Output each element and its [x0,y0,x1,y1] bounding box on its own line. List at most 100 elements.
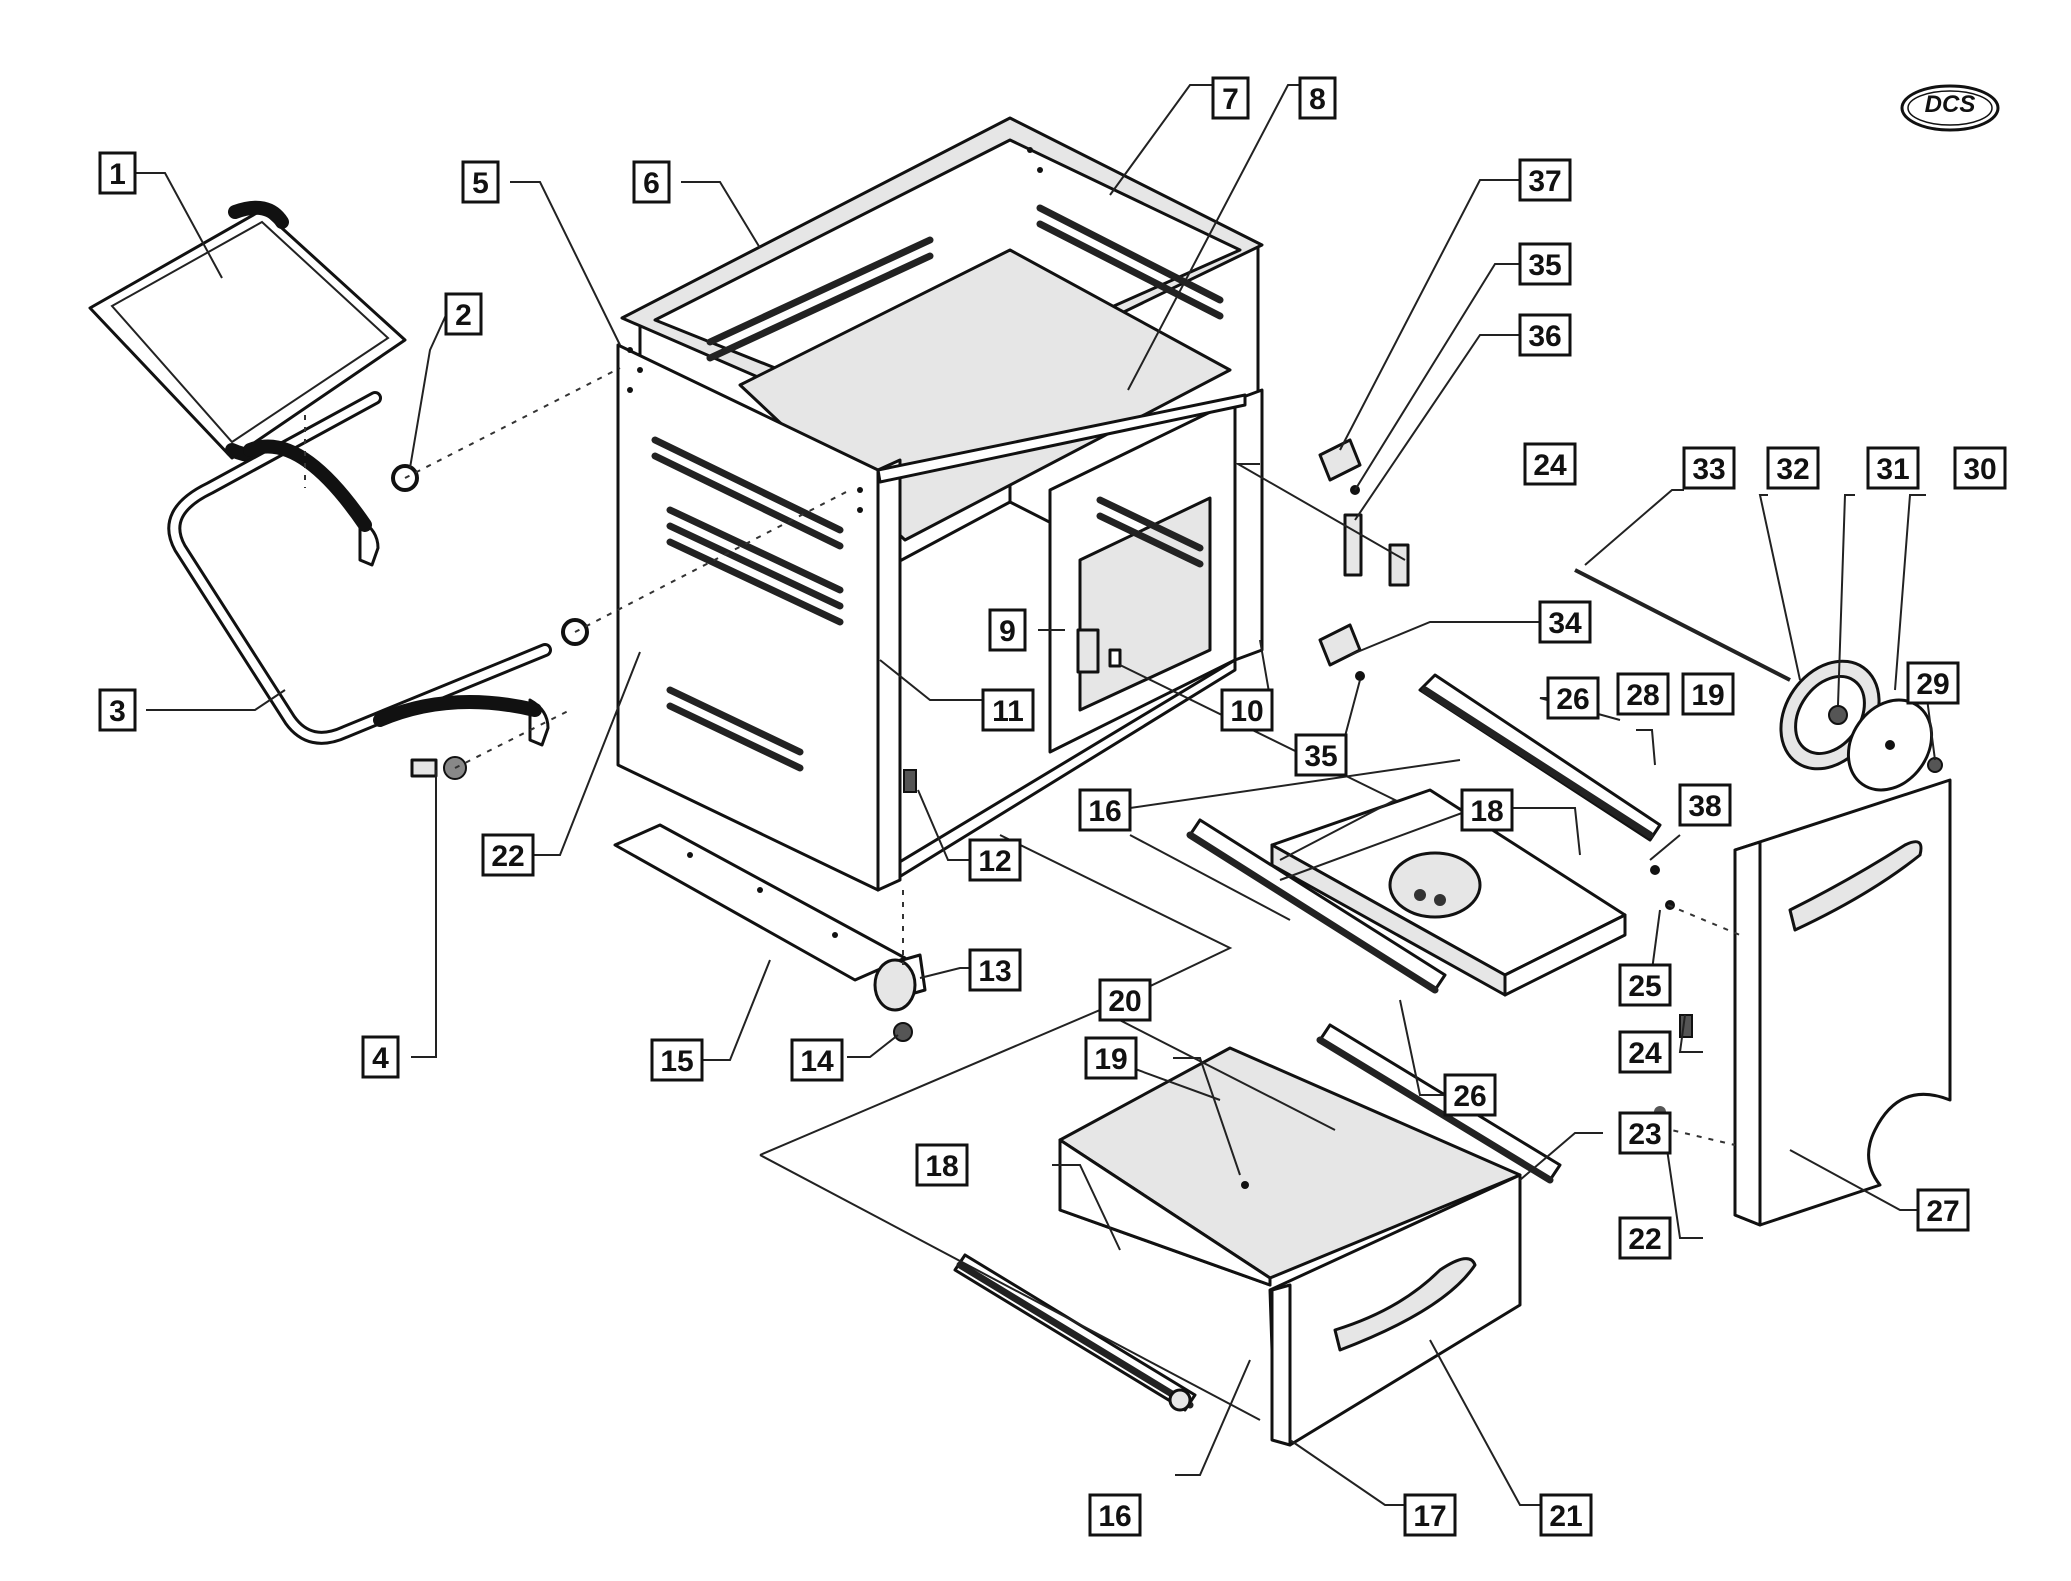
label-29: 29 [1906,661,1960,705]
svg-text:26: 26 [1556,683,1589,716]
label-27: 27 [1916,1188,1970,1232]
svg-text:17: 17 [1413,1500,1446,1533]
label-20: 20 [1098,978,1152,1022]
label-3: 3 [98,688,137,732]
svg-text:6: 6 [643,167,660,200]
svg-text:33: 33 [1692,453,1725,486]
label-19-a: 19 [1681,672,1735,716]
part-shelf-frame [167,391,552,747]
svg-text:24: 24 [1628,1037,1662,1070]
svg-text:30: 30 [1963,453,1996,486]
logo-text: DCS [1925,91,1976,118]
svg-text:19: 19 [1691,679,1724,712]
svg-text:38: 38 [1688,790,1721,823]
label-34: 34 [1538,600,1592,644]
label-17: 17 [1403,1493,1457,1537]
hardware-small [391,464,817,780]
label-33: 33 [1682,446,1736,490]
svg-text:23: 23 [1628,1118,1661,1151]
alignment-lines [304,367,1741,1146]
part-hinge-brackets [1318,438,1693,1118]
svg-text:18: 18 [1470,795,1503,828]
label-2: 2 [444,292,483,336]
label-7: 7 [1211,76,1250,120]
label-37: 37 [1518,158,1572,202]
part-drawer [1058,1046,1522,1447]
callout-labels: 1 2 3 4 5 6 7 8 9 10 11 12 13 14 15 16 1… [98,76,2007,1537]
svg-text:32: 32 [1776,453,1809,486]
svg-text:29: 29 [1916,668,1949,701]
part-side-shelf [88,200,407,463]
svg-text:36: 36 [1528,320,1561,353]
label-13: 13 [968,948,1022,992]
label-9: 9 [988,608,1027,652]
part-cabinet [616,116,1264,892]
label-23: 23 [1618,1111,1672,1155]
svg-text:28: 28 [1626,679,1659,712]
svg-text:11: 11 [992,695,1024,728]
label-36: 36 [1518,313,1572,357]
svg-text:1: 1 [109,158,126,191]
label-12: 12 [968,838,1022,882]
svg-text:26: 26 [1453,1080,1486,1113]
svg-text:19: 19 [1094,1043,1127,1076]
label-31: 31 [1866,446,1920,490]
label-26-a: 26 [1546,676,1600,720]
label-19-b: 19 [1084,1036,1138,1080]
svg-text:10: 10 [1230,695,1263,728]
label-18-b: 18 [915,1143,969,1187]
label-35-b: 35 [1294,733,1348,777]
svg-text:20: 20 [1108,985,1141,1018]
label-16-b: 16 [1088,1493,1142,1537]
label-14: 14 [790,1038,844,1082]
svg-text:37: 37 [1528,165,1561,198]
svg-text:5: 5 [472,167,489,200]
dcs-logo: DCS [1900,84,2000,132]
svg-text:24: 24 [1533,449,1567,482]
part-top-drawer [1270,788,1627,997]
svg-text:27: 27 [1926,1195,1959,1228]
svg-text:35: 35 [1528,249,1561,282]
label-24-a: 24 [1523,442,1577,486]
label-10: 10 [1220,688,1274,732]
svg-text:35: 35 [1304,740,1337,773]
svg-text:16: 16 [1088,795,1121,828]
label-18-a: 18 [1460,788,1514,832]
svg-text:13: 13 [978,955,1011,988]
label-25: 25 [1618,963,1672,1007]
part-disc-assembly [1574,568,1943,792]
svg-text:4: 4 [372,1042,389,1075]
label-38: 38 [1678,783,1732,827]
svg-text:9: 9 [999,615,1016,648]
part-drawer-slides-upper [1186,673,1662,1184]
svg-text:3: 3 [109,695,126,728]
label-6: 6 [632,160,671,204]
label-8: 8 [1298,76,1337,120]
svg-text:15: 15 [660,1045,693,1078]
label-26-b: 26 [1443,1073,1497,1117]
svg-text:22: 22 [491,840,524,873]
label-5: 5 [461,160,500,204]
svg-text:2: 2 [455,299,472,332]
svg-text:14: 14 [800,1045,834,1078]
svg-text:31: 31 [1876,453,1909,486]
part-drawer-slides-lower [953,1253,1197,1412]
svg-text:16: 16 [1098,1500,1131,1533]
label-21: 21 [1539,1493,1593,1537]
label-22-b: 22 [1618,1216,1672,1260]
label-28: 28 [1616,672,1670,716]
label-11: 11 [981,688,1035,732]
svg-text:8: 8 [1309,83,1326,116]
label-30: 30 [1953,446,2007,490]
svg-text:12: 12 [978,845,1011,878]
label-32: 32 [1766,446,1820,490]
label-35-a: 35 [1518,242,1572,286]
svg-text:22: 22 [1628,1223,1661,1256]
label-24-b: 24 [1618,1030,1672,1074]
svg-text:7: 7 [1222,83,1239,116]
label-16-a: 16 [1078,788,1132,832]
part-caster [873,953,927,1042]
svg-text:18: 18 [925,1150,958,1183]
label-4: 4 [361,1035,400,1079]
